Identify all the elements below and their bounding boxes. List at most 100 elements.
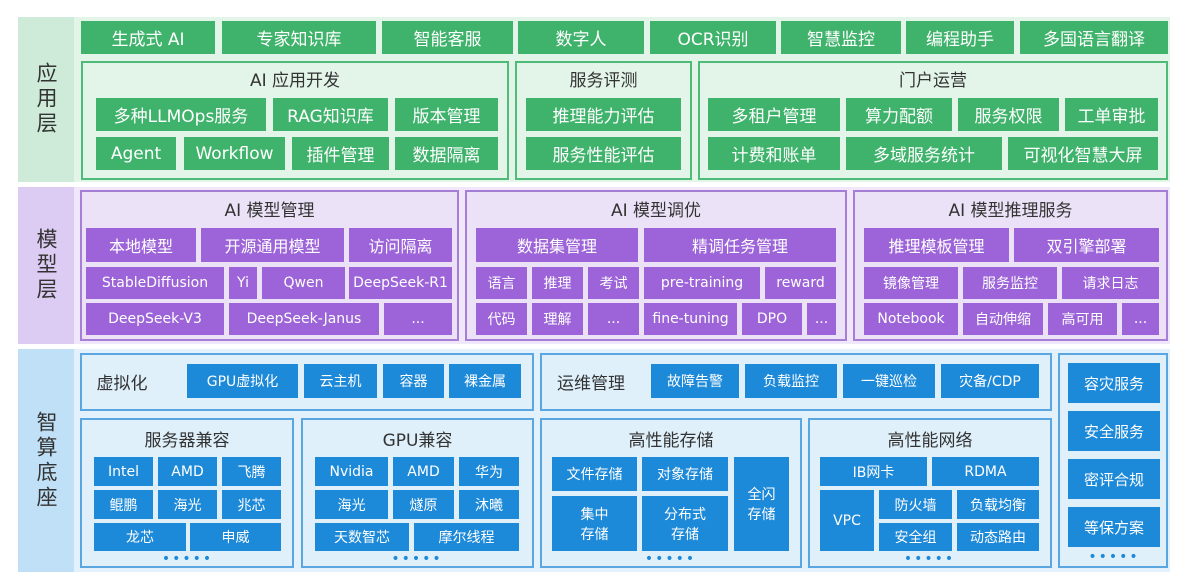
infra-ops-item-0[interactable]: 故障告警 [651, 364, 739, 398]
infra-gpu-item-1[interactable]: AMD [393, 457, 454, 486]
infra-ops-item-1[interactable]: 负载监控 [745, 364, 837, 398]
app-dev-item-3[interactable]: Agent [96, 137, 176, 170]
model-mgmt-item-6[interactable]: DeepSeek-R1 [349, 267, 452, 299]
model-mgmt-item-8[interactable]: DeepSeek-Janus [229, 303, 379, 335]
app-top-3[interactable]: 数字人 [518, 21, 644, 54]
infra-storage-item-0[interactable]: 文件存储 [552, 457, 637, 491]
app-dev-item-0[interactable]: 多种LLMOps服务 [96, 98, 266, 131]
model-tune-item-11[interactable]: DPO [742, 303, 802, 335]
infra-network-item-6[interactable]: 动态路由 [957, 523, 1039, 551]
infra-ops-item-2[interactable]: 一键巡检 [843, 364, 935, 398]
model-mgmt-item-0[interactable]: 本地模型 [86, 228, 196, 262]
model-tune-item-12[interactable]: ... [807, 303, 836, 335]
infra-server-item-4[interactable]: 海光 [158, 490, 217, 519]
app-top-1[interactable]: 专家知识库 [222, 21, 376, 54]
model-infer-item-0[interactable]: 推理模板管理 [864, 228, 1009, 262]
model-mgmt-item-4[interactable]: Yi [229, 267, 257, 299]
infra-server-item-5[interactable]: 兆芯 [222, 490, 281, 519]
model-infer-item-5[interactable]: Notebook [864, 303, 958, 335]
infra-server-item-3[interactable]: 鲲鹏 [94, 490, 153, 519]
app-dev-item-4[interactable]: Workflow [184, 137, 285, 170]
model-mgmt-item-7[interactable]: DeepSeek-V3 [86, 303, 224, 335]
app-portal-item-6[interactable]: 可视化智慧大屏 [1008, 137, 1158, 170]
infra-network-item-5[interactable]: 安全组 [879, 523, 952, 551]
infra-network-item-4[interactable]: 负载均衡 [957, 490, 1039, 519]
model-layer-label: 模型层 [34, 228, 58, 303]
infra-gpu-item-4[interactable]: 燧原 [393, 490, 454, 519]
infra-server-item-2[interactable]: 飞腾 [222, 457, 281, 486]
app-portal-item-1[interactable]: 算力配额 [846, 98, 952, 131]
model-tune-item-9[interactable]: ... [588, 303, 639, 335]
model-infer-item-8[interactable]: ... [1122, 303, 1159, 335]
infra-side-item-3[interactable]: 等保方案 [1068, 507, 1160, 547]
model-tune-item-3[interactable]: 推理 [532, 267, 583, 299]
model-tune-item-4[interactable]: 考试 [588, 267, 639, 299]
app-portal-item-5[interactable]: 多域服务统计 [846, 137, 1002, 170]
infra-gpu-item-2[interactable]: 华为 [459, 457, 519, 486]
infra-gpu-item-7[interactable]: 摩尔线程 [414, 523, 519, 551]
model-tune-item-0[interactable]: 数据集管理 [476, 228, 638, 262]
infra-network-item-0[interactable]: IB网卡 [820, 457, 927, 486]
model-infer-item-4[interactable]: 请求日志 [1062, 267, 1159, 299]
infra-server-item-1[interactable]: AMD [158, 457, 217, 486]
infra-network-item-3[interactable]: 防火墙 [879, 490, 952, 519]
model-mgmt-item-5[interactable]: Qwen [262, 267, 345, 299]
app-portal-item-3[interactable]: 工单审批 [1065, 98, 1158, 131]
model-tune-item-5[interactable]: pre-training [644, 267, 760, 299]
app-top-7[interactable]: 多国语言翻译 [1020, 21, 1168, 54]
infra-storage-item-1[interactable]: 对象存储 [642, 457, 728, 491]
model-tune-item-1[interactable]: 精调任务管理 [644, 228, 836, 262]
app-dev-item-1[interactable]: RAG知识库 [273, 98, 388, 131]
infra-virt-item-3[interactable]: 裸金属 [449, 364, 521, 398]
model-tune-item-2[interactable]: 语言 [476, 267, 527, 299]
model-mgmt-item-3[interactable]: StableDiffusion [86, 267, 224, 299]
model-tune-item-6[interactable]: reward [765, 267, 836, 299]
app-top-6[interactable]: 编程助手 [906, 21, 1014, 54]
app-eval-item-1[interactable]: 服务性能评估 [526, 137, 681, 170]
app-dev-item-5[interactable]: 插件管理 [292, 137, 389, 170]
infra-side-item-1[interactable]: 安全服务 [1068, 411, 1160, 451]
model-tune-item-7[interactable]: 代码 [476, 303, 527, 335]
model-tune-item-10[interactable]: fine-tuning [644, 303, 737, 335]
infra-storage-item-3[interactable]: 集中 存储 [552, 496, 637, 551]
app-portal-item-0[interactable]: 多租户管理 [708, 98, 840, 131]
model-infer-item-6[interactable]: 自动伸缩 [963, 303, 1043, 335]
app-dev-item-6[interactable]: 数据隔离 [395, 137, 498, 170]
app-top-4[interactable]: OCR识别 [650, 21, 776, 54]
model-mgmt-item-1[interactable]: 开源通用模型 [201, 228, 344, 262]
model-infer-item-1[interactable]: 双引擎部署 [1014, 228, 1159, 262]
app-portal-item-2[interactable]: 服务权限 [958, 98, 1059, 131]
infra-storage-item-4[interactable]: 分布式 存储 [642, 496, 728, 551]
infra-side-item-0[interactable]: 容灾服务 [1068, 363, 1160, 403]
infra-network-item-2[interactable]: VPC [820, 490, 874, 551]
infra-server-item-7[interactable]: 申威 [190, 523, 281, 551]
model-infer-item-3[interactable]: 服务监控 [963, 267, 1057, 299]
model-tune-item-8[interactable]: 理解 [532, 303, 583, 335]
app-layer-label: 应用层 [34, 62, 58, 137]
infra-server-item-6[interactable]: 龙芯 [94, 523, 186, 551]
model-infer-item-7[interactable]: 高可用 [1048, 303, 1117, 335]
infra-storage-title: 高性能存储 [628, 430, 714, 451]
infra-gpu-item-6[interactable]: 天数智芯 [315, 523, 409, 551]
infra-virt-item-1[interactable]: 云主机 [304, 364, 377, 398]
infra-server-item-0[interactable]: Intel [94, 457, 153, 486]
model-mgmt-item-2[interactable]: 访问隔离 [349, 228, 452, 262]
model-infer-item-2[interactable]: 镜像管理 [864, 267, 958, 299]
infra-ops-item-3[interactable]: 灾备/CDP [941, 364, 1039, 398]
model-mgmt-item-9[interactable]: ... [384, 303, 452, 335]
infra-network-item-1[interactable]: RDMA [932, 457, 1039, 486]
infra-storage-item-2[interactable]: 全闪 存储 [734, 457, 789, 551]
infra-gpu-item-3[interactable]: 海光 [315, 490, 388, 519]
app-top-0[interactable]: 生成式 AI [81, 21, 215, 54]
app-eval-item-0[interactable]: 推理能力评估 [526, 98, 681, 131]
infra-server-more: ••••• [161, 551, 214, 567]
app-dev-item-2[interactable]: 版本管理 [395, 98, 498, 131]
infra-gpu-item-5[interactable]: 沐曦 [459, 490, 519, 519]
app-top-5[interactable]: 智慧监控 [781, 21, 901, 54]
infra-side-item-2[interactable]: 密评合规 [1068, 459, 1160, 499]
app-top-2[interactable]: 智能客服 [382, 21, 513, 54]
app-portal-item-4[interactable]: 计费和账单 [708, 137, 840, 170]
infra-gpu-item-0[interactable]: Nvidia [315, 457, 388, 486]
infra-virt-item-2[interactable]: 容器 [383, 364, 444, 398]
infra-virt-item-0[interactable]: GPU虚拟化 [187, 364, 298, 398]
